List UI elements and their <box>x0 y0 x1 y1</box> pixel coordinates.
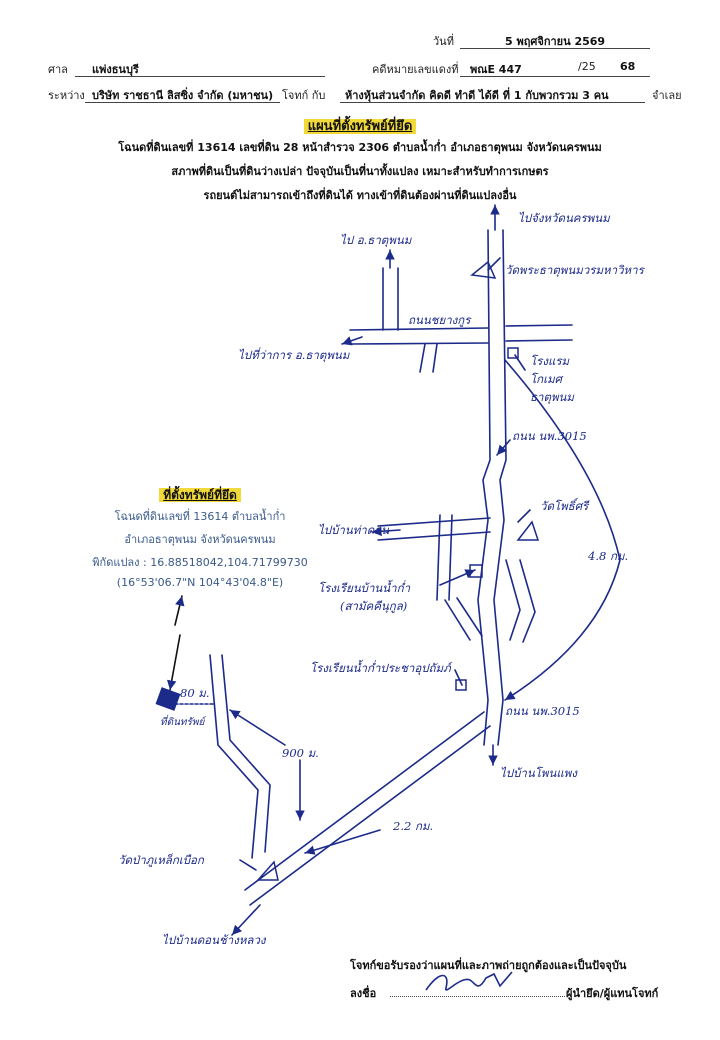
village-road-east <box>505 559 536 643</box>
case-underline <box>460 76 650 77</box>
case-year-value: 68 <box>620 60 636 73</box>
arrow-info-to-plot <box>166 634 181 691</box>
label-school-2: โรงเรียนน้ำก่ำประชาอุปถัมภ์ <box>310 661 451 675</box>
label-2-2km: 2.2 กม. <box>393 819 434 833</box>
hotel-icon <box>507 347 519 359</box>
label-to-that-phanom: ไป อ.ธาตุพนม <box>340 233 412 247</box>
school-2-icon <box>455 679 467 691</box>
case-label: คดีหมายเลขแดงที่ <box>372 63 459 76</box>
plot-access-road-2 <box>221 654 271 853</box>
label-road-3015-top: ถนน นพ.3015 <box>512 429 587 443</box>
cross-road-south-edge <box>349 339 573 345</box>
label-distance-4-8: 4.8 กม. <box>588 549 629 563</box>
wat-phrathat-icon <box>470 260 497 279</box>
signature-line <box>390 996 565 997</box>
signature-scribble <box>425 971 513 991</box>
label-plot-80m: 80 ม. <box>180 686 210 700</box>
between-label: ระหว่าง <box>48 89 85 102</box>
road-north-west-1 <box>382 267 399 331</box>
label-to-ban-don: ไปบ้านดอนช้างหลวง <box>162 933 266 947</box>
arrow-school-1 <box>439 569 476 586</box>
label-plot-mark: ที่ดินทรัพย์ <box>160 717 205 728</box>
label-900m: 900 ม. <box>282 746 319 760</box>
label-to-nakhon-phanom: ไปจังหวัดนครพนม <box>518 211 610 225</box>
location-line-2: อำเภอธาตุพนม จังหวัดนครพนม <box>124 533 276 546</box>
diagonal-road-south-edge <box>249 725 491 906</box>
defendant-underline <box>340 102 645 103</box>
road-side-left <box>419 343 438 373</box>
label-school-1-sub: (สามัคคีนุกูล) <box>340 599 408 613</box>
arrow-2-2km <box>304 829 381 855</box>
label-school-1: โรงเรียนบ้านน้ำก่ำ <box>318 581 411 595</box>
label-road-3015-bottom: ถนน นพ.3015 <box>505 704 580 718</box>
label-hotel: โรงแรมโกเมศ ธาตุพนม <box>530 354 574 404</box>
case-prefix: พณE 447 <box>470 63 522 76</box>
date-underline <box>460 48 650 49</box>
case-year: /25 <box>578 60 596 73</box>
description-line-2: สภาพที่ดินเป็นที่ดินว่างเปล่า ปัจจุบันเป… <box>171 165 549 178</box>
date-label: วันที่ <box>433 35 454 48</box>
sign-label: ลงชื่อ <box>350 987 377 1000</box>
arrow-wat-phothi <box>517 509 531 523</box>
map-title: แผนที่ตั้งทรัพย์ที่ยึด <box>303 119 417 134</box>
village-road-3 <box>444 597 483 641</box>
court-value: แพ่งธนบุรี <box>92 63 139 76</box>
sign-role: ผู้นำยึด/ผู้แทนโจทก์ <box>566 987 659 1000</box>
plaintiff-name: บริษัท ราชธานี ลิสซิ่ง จำกัด (มหาชน) <box>92 89 274 102</box>
description-line-1: โฉนดที่ดินเลขที่ 13614 เลขที่ดิน 28 หน้า… <box>118 141 602 154</box>
plaintiff-role: โจทก์ กับ <box>282 89 326 102</box>
label-wat-pa: วัดป่าภูเหล็กเบือก <box>118 853 204 867</box>
court-underline <box>75 76 325 77</box>
arrow-km-3015 <box>496 439 511 456</box>
label-to-district: ไปที่ว่าการ อ.ธาตุพนม <box>238 348 350 362</box>
description-line-3: รถยนต์ไม่สามารถเข้าถึงที่ดินได้ ทางเข้าท… <box>203 189 517 202</box>
diagonal-road-north-edge <box>244 711 485 891</box>
wat-pa-icon <box>256 860 279 881</box>
road-3015-east-edge <box>493 229 507 746</box>
plaintiff-underline <box>85 102 280 103</box>
label-road-crossing: ถนนชยางกูร <box>408 313 471 327</box>
label-wat-phothi: วัดโพธิ์ศรี <box>540 499 589 513</box>
arrow-wat-phrathat <box>487 257 501 271</box>
arrow-school-2 <box>454 669 463 686</box>
location-line-1: โฉนดที่ดินเลขที่ 13614 ตำบลน้ำก่ำ <box>114 510 286 523</box>
arrow-to-ban-tha-don <box>371 526 401 537</box>
location-dms: (16°53'06.7"N 104°43'04.8"E) <box>116 576 284 589</box>
label-to-ban-tha-don: ไปบ้านท่าดอน <box>318 523 389 537</box>
court-label: ศาล <box>48 63 68 76</box>
certify-text: โจทก์ขอรับรองว่าแผนที่และภาพถ่ายถูกต้องแ… <box>350 959 627 972</box>
label-to-ban-phon-phaeng: ไปบ้านโพนแพง <box>500 766 577 780</box>
arrow-info-up <box>174 595 185 626</box>
cross-road-north-edge <box>349 324 573 331</box>
arrow-to-ban-don <box>231 904 261 936</box>
defendant-name: ห้างหุ้นส่วนจำกัด คิดดี ทำดี ได้ดี ที่ 1… <box>345 89 609 102</box>
arrow-wat-pa <box>239 859 257 871</box>
label-wat-phrathat: วัดพระธาตุพนมวรมหาวิหาร <box>505 263 644 277</box>
village-road-2 <box>436 514 453 601</box>
plot-access-road-1 <box>209 654 259 859</box>
plot-marker <box>155 687 181 711</box>
road-3015-west-edge <box>477 229 491 746</box>
date-value: 5 พฤศจิกายน 2569 <box>505 35 606 48</box>
arrow-900m <box>229 709 286 746</box>
location-title: ที่ตั้งทรัพย์ที่ยึด <box>159 488 241 502</box>
arrow-to-district <box>341 336 363 346</box>
location-coordinates: พิกัดแปลง : 16.88518042,104.71799730 <box>92 556 308 569</box>
school-1-icon <box>469 564 483 578</box>
wat-phothi-icon <box>516 520 540 541</box>
village-road-1 <box>377 517 491 541</box>
distance-4-8-curve <box>504 359 621 701</box>
defendant-role: จำเลย <box>652 89 682 102</box>
